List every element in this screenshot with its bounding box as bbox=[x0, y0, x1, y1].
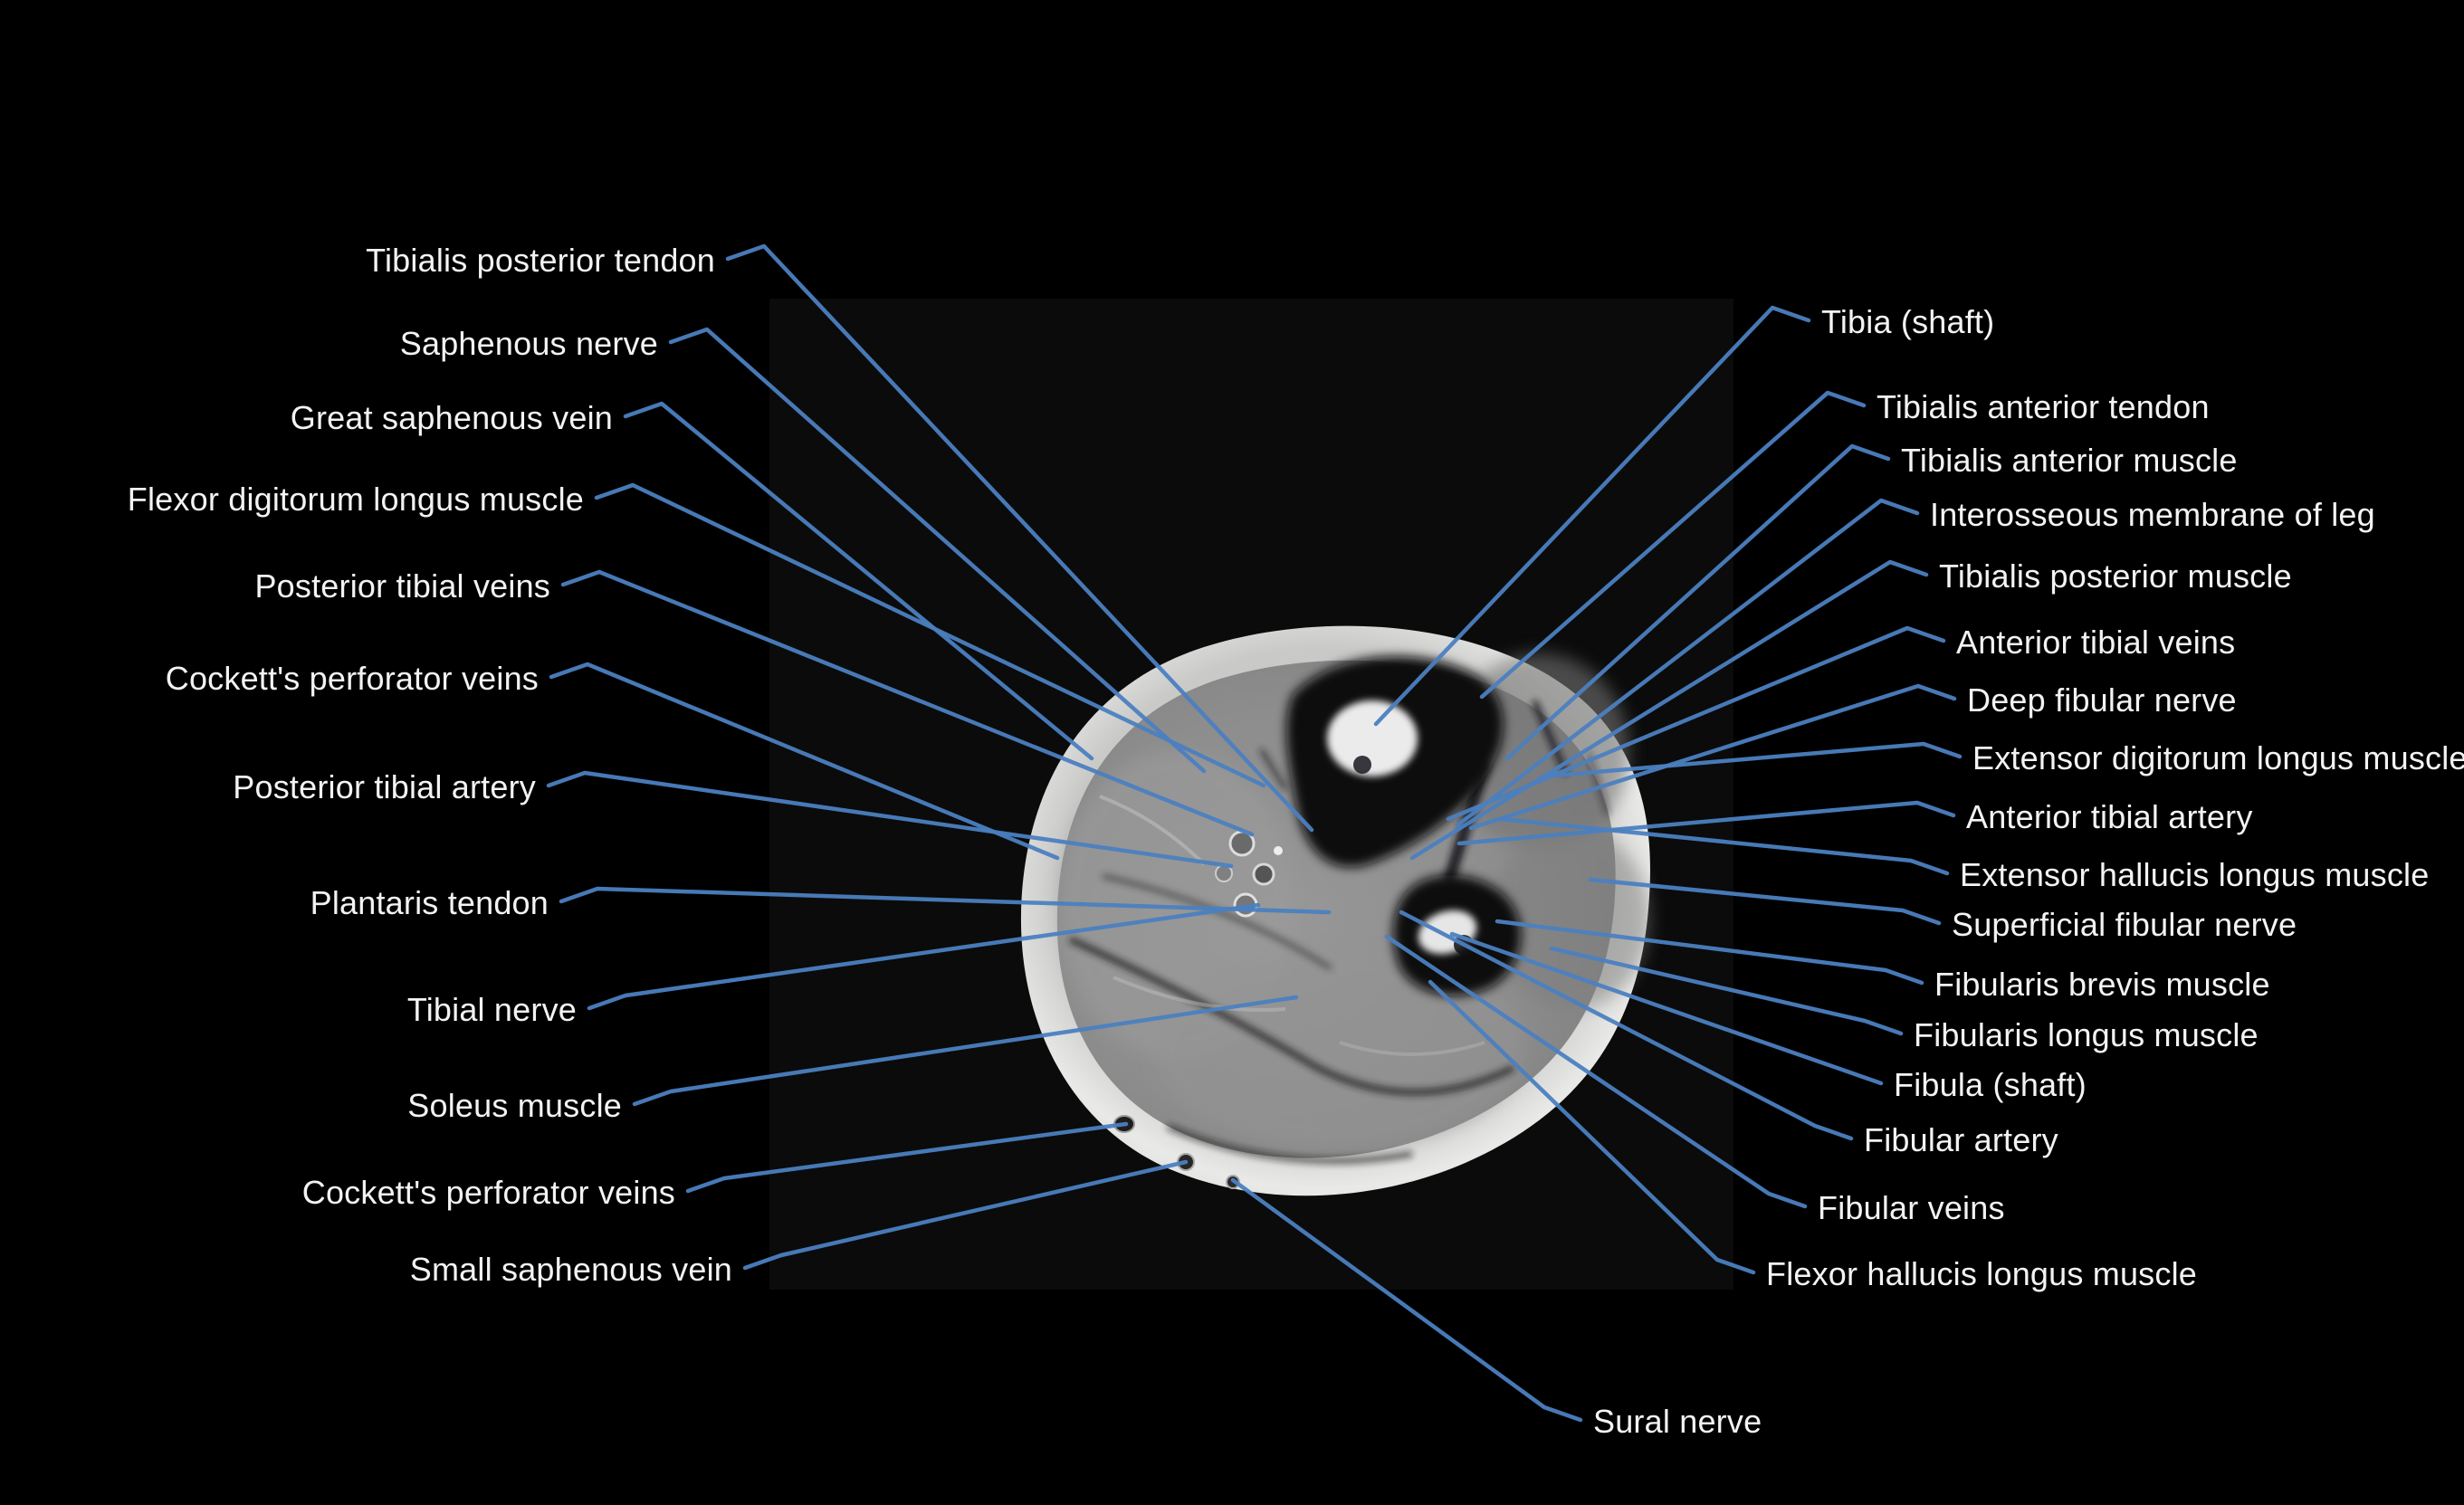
leader-label-tibia-shaft bbox=[1373, 305, 1811, 727]
leader-label-superficial-fibular-nerve bbox=[1588, 877, 1942, 926]
label-flexor-digitorum-longus-muscle: Flexor digitorum longus muscle bbox=[127, 481, 584, 519]
leader-label-fibularis-brevis-muscle bbox=[1495, 919, 1924, 986]
label-tibialis-posterior-tendon: Tibialis posterior tendon bbox=[366, 242, 715, 280]
leader-label-cockett-s-perforator-veins bbox=[549, 662, 1060, 861]
label-fibula-shaft: Fibula (shaft) bbox=[1894, 1066, 2087, 1104]
bright-septum-1 bbox=[1099, 795, 1206, 866]
bright-septum-3 bbox=[1339, 1041, 1485, 1056]
leader-label-anterior-tibial-veins bbox=[1446, 625, 1946, 822]
leader-label-extensor-digitorum-longus-muscle bbox=[1541, 741, 1963, 779]
leader-label-fibular-artery bbox=[1399, 910, 1854, 1141]
leader-label-sural-nerve bbox=[1230, 1177, 1583, 1423]
label-superficial-fibular-nerve: Superficial fibular nerve bbox=[1952, 906, 2297, 944]
leader-label-soleus-muscle bbox=[632, 995, 1299, 1107]
label-posterior-tibial-veins: Posterior tibial veins bbox=[254, 567, 550, 605]
label-anterior-tibial-artery: Anterior tibial artery bbox=[1966, 798, 2253, 836]
label-posterior-tibial-artery: Posterior tibial artery bbox=[233, 768, 536, 806]
leader-label-extensor-hallucis-longus-muscle bbox=[1498, 816, 1950, 876]
leader-label-interosseous-membrane-of-leg bbox=[1455, 498, 1920, 828]
deep-fascia-line bbox=[1068, 936, 1515, 1096]
label-flexor-hallucis-longus-muscle: Flexor hallucis longus muscle bbox=[1766, 1255, 2197, 1293]
label-cockett-s-perforator-veins: Cockett's perforator veins bbox=[165, 660, 539, 698]
label-tibialis-posterior-muscle: Tibialis posterior muscle bbox=[1939, 557, 2292, 595]
leader-label-saphenous-nerve bbox=[668, 327, 1207, 774]
medial-streak-dark bbox=[1258, 748, 1288, 791]
mri-cross-section bbox=[1020, 625, 1650, 1196]
label-tibial-nerve: Tibial nerve bbox=[406, 991, 577, 1029]
label-saphenous-nerve: Saphenous nerve bbox=[399, 325, 658, 363]
tibia-marrow bbox=[1327, 700, 1418, 776]
posterior-fascia-line bbox=[1102, 873, 1332, 971]
label-sural-nerve: Sural nerve bbox=[1593, 1403, 1762, 1441]
leader-label-small-saphenous-vein bbox=[742, 1159, 1189, 1271]
leader-label-posterior-tibial-artery bbox=[546, 770, 1234, 869]
leader-label-great-saphenous-vein bbox=[623, 401, 1094, 761]
label-cockett-s-perforator-veins-2: Cockett's perforator veins bbox=[301, 1174, 675, 1212]
leader-label-tibialis-posterior-tendon bbox=[725, 243, 1314, 833]
leader-label-fibular-veins bbox=[1384, 934, 1808, 1209]
label-tibialis-anterior-tendon: Tibialis anterior tendon bbox=[1877, 388, 2210, 426]
anterior-streak-1 bbox=[1531, 700, 1570, 776]
leader-lines bbox=[546, 243, 1963, 1423]
label-interosseous-membrane-of-leg: Interosseous membrane of leg bbox=[1930, 496, 2375, 534]
leader-label-fibula-shaft bbox=[1449, 931, 1884, 1086]
label-fibular-veins: Fibular veins bbox=[1818, 1189, 2005, 1227]
leader-label-tibialis-anterior-muscle bbox=[1504, 443, 1891, 761]
leader-label-posterior-tibial-veins bbox=[560, 569, 1255, 837]
leader-label-cockett-s-perforator-veins-2 bbox=[685, 1121, 1129, 1194]
label-tibialis-anterior-muscle: Tibialis anterior muscle bbox=[1901, 442, 2238, 480]
label-extensor-hallucis-longus-muscle: Extensor hallucis longus muscle bbox=[1960, 856, 2430, 894]
label-fibularis-brevis-muscle: Fibularis brevis muscle bbox=[1934, 966, 2270, 1004]
label-small-saphenous-vein: Small saphenous vein bbox=[409, 1251, 732, 1289]
label-fibularis-longus-muscle: Fibularis longus muscle bbox=[1914, 1016, 2259, 1054]
gastroc-soleus-cleft bbox=[1166, 1124, 1413, 1164]
label-tibia-shaft: Tibia (shaft) bbox=[1821, 303, 1995, 341]
leader-label-deep-fibular-nerve bbox=[1468, 683, 1957, 831]
label-extensor-digitorum-longus-muscle: Extensor digitorum longus muscle bbox=[1972, 739, 2464, 777]
anterior-streak-2 bbox=[1587, 752, 1609, 815]
leader-label-tibialis-anterior-tendon bbox=[1479, 390, 1867, 700]
bright-septum-2 bbox=[1113, 976, 1286, 1012]
label-soleus-muscle: Soleus muscle bbox=[407, 1087, 622, 1125]
leader-label-flexor-digitorum-longus-muscle bbox=[594, 482, 1266, 788]
label-plantaris-tendon: Plantaris tendon bbox=[310, 884, 549, 922]
label-deep-fibular-nerve: Deep fibular nerve bbox=[1967, 681, 2237, 719]
leader-label-tibialis-posterior-muscle bbox=[1409, 559, 1929, 861]
posterior-compartment-shade bbox=[1154, 952, 1525, 1148]
label-fibular-artery: Fibular artery bbox=[1864, 1121, 2058, 1159]
leader-label-flexor-hallucis-longus-muscle bbox=[1428, 979, 1756, 1275]
leader-label-tibial-nerve bbox=[587, 902, 1261, 1011]
leader-label-fibularis-longus-muscle bbox=[1549, 946, 1904, 1036]
label-great-saphenous-vein: Great saphenous vein bbox=[290, 399, 613, 437]
leader-label-plantaris-tendon bbox=[559, 886, 1332, 915]
label-anterior-tibial-veins: Anterior tibial veins bbox=[1956, 624, 2236, 662]
tibia-marrow-notch bbox=[1353, 756, 1371, 774]
